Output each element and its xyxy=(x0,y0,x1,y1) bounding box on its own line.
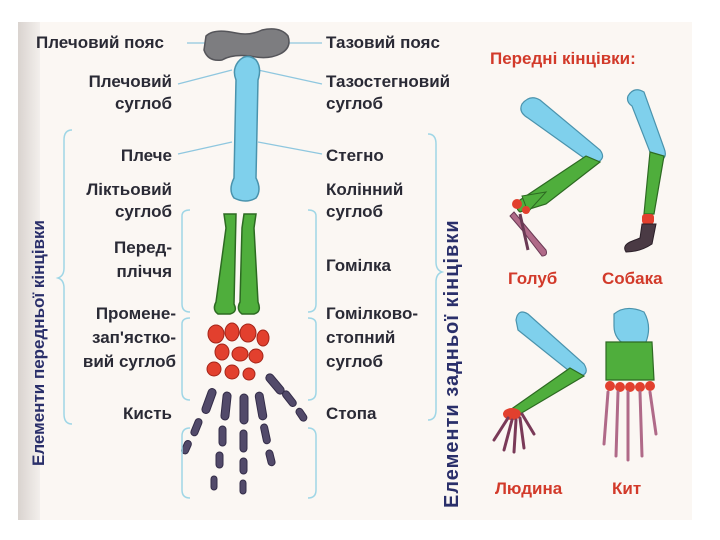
animal-label-whale: Кит xyxy=(612,479,641,499)
animal-label-dog: Собака xyxy=(602,269,663,289)
human-forelimb xyxy=(494,312,586,452)
animal-label-human: Людина xyxy=(495,479,562,499)
whale-forelimb xyxy=(604,308,656,460)
dog-forelimb xyxy=(625,90,666,252)
pigeon-forelimb xyxy=(510,98,603,256)
whale-wrist-bones xyxy=(605,381,655,392)
whale-finger-bones xyxy=(604,392,656,460)
animal-label-pigeon: Голуб xyxy=(508,269,557,289)
